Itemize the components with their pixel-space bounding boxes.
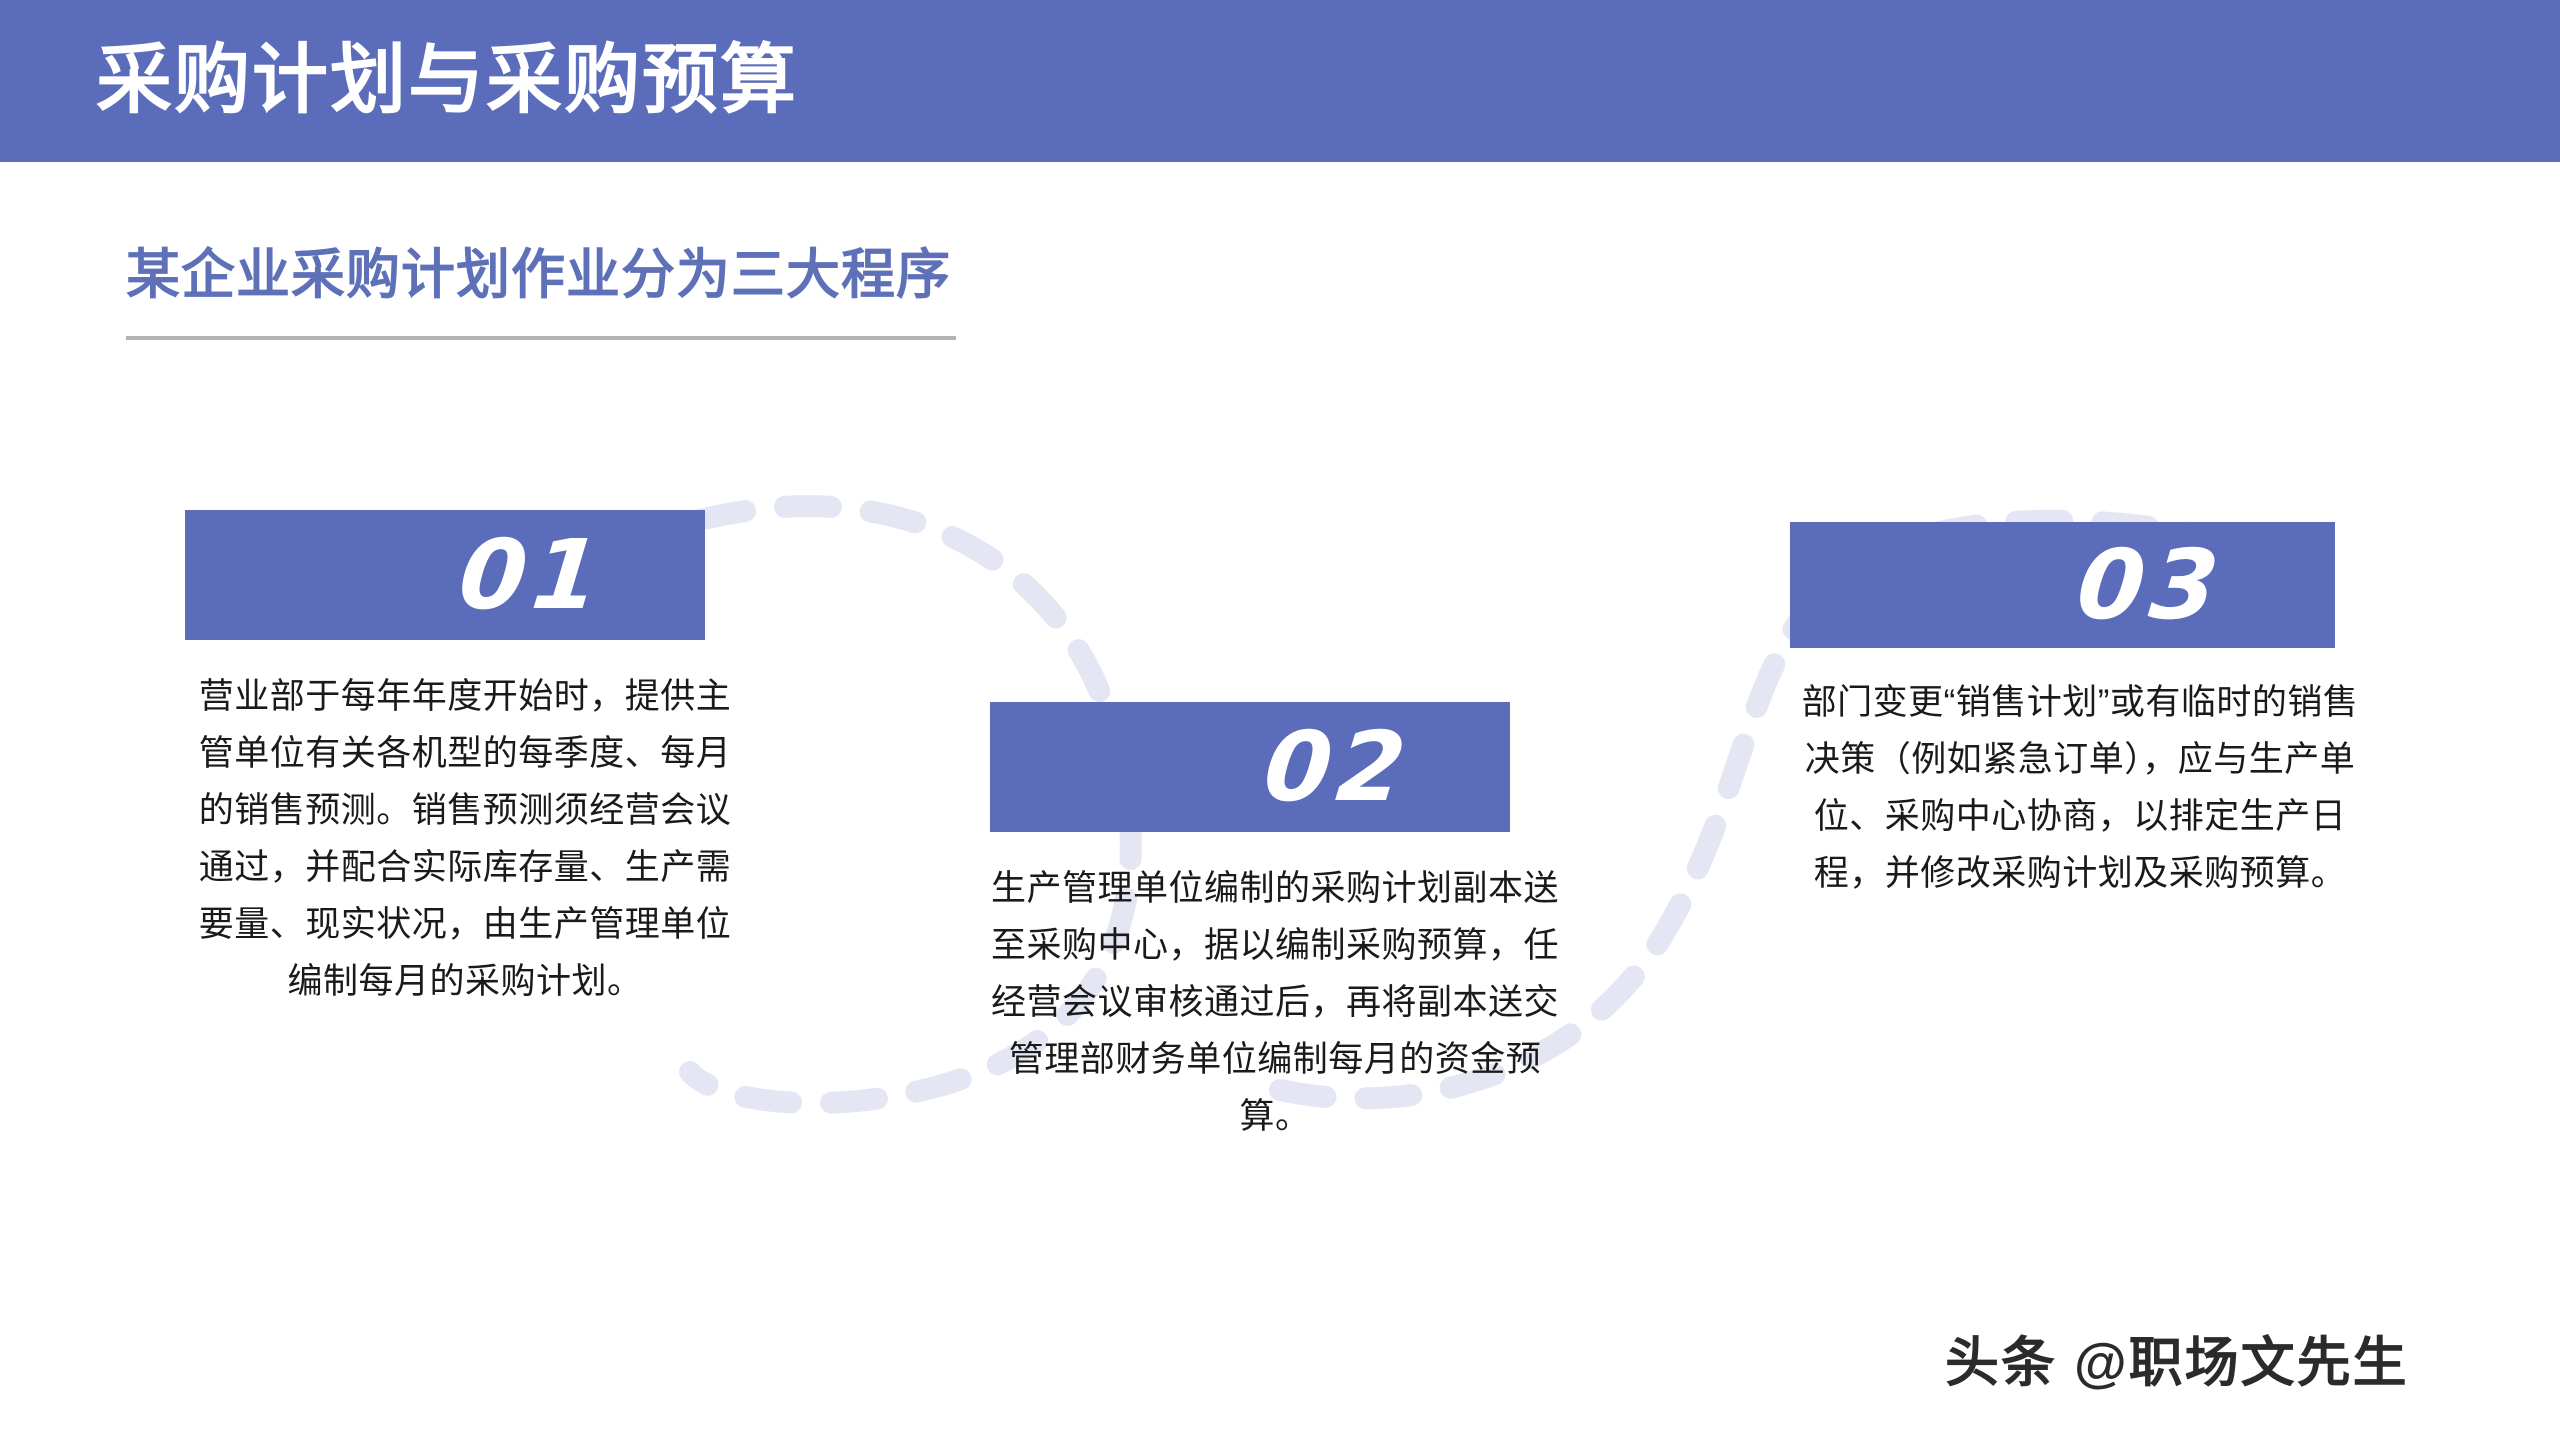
step-number-label-01: 01 bbox=[454, 519, 612, 631]
step-number-box-03: 03 bbox=[1790, 522, 2335, 648]
step-number-box-01: 01 bbox=[185, 510, 705, 640]
step-number-label-02: 02 bbox=[1259, 711, 1417, 823]
step-body-text-01: 营业部于每年年度开始时，提供主管单位有关各机型的每季度、每月的销售预测。销售预测… bbox=[198, 677, 732, 1001]
watermark-text: 头条 @职场文先生 bbox=[1945, 1333, 2409, 1393]
step-number-box-02: 02 bbox=[990, 702, 1510, 832]
step-body-text-03: 部门变更“销售计划”或有临时的销售决策（例如紧急订单），应与生产单位、采购中心协… bbox=[1801, 683, 2359, 893]
header-bar: 采购计划与采购预算 bbox=[0, 0, 2560, 162]
step-card-02: 02 生产管理单位编制的采购计划副本送至采购中心，据以编制采购预算，任经营会议审… bbox=[990, 702, 1560, 1145]
subtitle-divider bbox=[126, 336, 956, 340]
step-card-01: 01 营业部于每年年度开始时，提供主管单位有关各机型的每季度、每月的销售预测。销… bbox=[185, 510, 745, 1010]
page-title: 采购计划与采购预算 bbox=[96, 38, 798, 123]
step-card-03: 03 部门变更“销售计划”或有临时的销售决策（例如紧急订单），应与生产单位、采购… bbox=[1790, 522, 2370, 902]
step-body-text-02: 生产管理单位编制的采购计划副本送至采购中心，据以编制采购预算，任经营会议审核通过… bbox=[990, 869, 1559, 1136]
step-number-label-03: 03 bbox=[2071, 529, 2230, 641]
section-subtitle: 某企业采购计划作业分为三大程序 bbox=[126, 245, 951, 305]
